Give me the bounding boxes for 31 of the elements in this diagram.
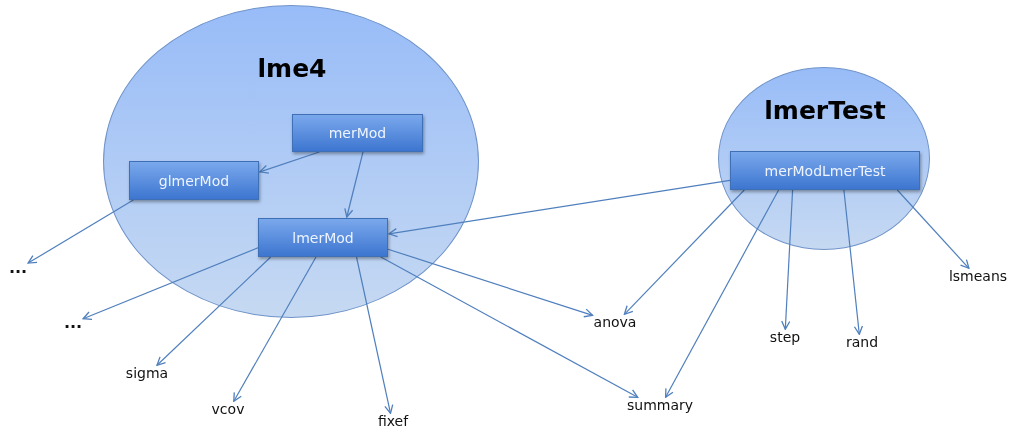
method-label: lsmeans — [948, 269, 1008, 285]
arrow — [896, 189, 970, 269]
method-label: vcov — [211, 402, 245, 418]
arrow — [344, 151, 364, 218]
method-label: summary — [626, 398, 694, 414]
ellipsis-label: ... — [63, 314, 83, 332]
arrow — [781, 189, 794, 330]
arrow — [380, 256, 639, 398]
method-label: step — [769, 330, 801, 346]
class-box: merMod — [292, 114, 423, 152]
arrow — [82, 247, 259, 321]
class-box: merModLmerTest — [730, 151, 920, 190]
arrow — [27, 199, 134, 264]
method-label: sigma — [125, 366, 169, 382]
package-title: lmerTest — [764, 96, 886, 125]
arrow — [355, 256, 394, 414]
class-box: glmerMod — [129, 161, 259, 200]
arrow — [387, 248, 594, 318]
arrow — [388, 179, 731, 238]
package-title: lme4 — [257, 54, 327, 83]
arrow — [259, 151, 320, 174]
arrow — [156, 256, 272, 366]
method-label: rand — [845, 335, 879, 351]
method-label: anova — [593, 315, 637, 331]
arrow — [843, 189, 864, 335]
class-box: lmerMod — [258, 218, 388, 257]
arrow — [664, 189, 780, 398]
ellipsis-label: ... — [8, 259, 28, 277]
arrow — [623, 189, 745, 315]
method-label: fixef — [377, 414, 409, 430]
arrow — [233, 256, 317, 402]
